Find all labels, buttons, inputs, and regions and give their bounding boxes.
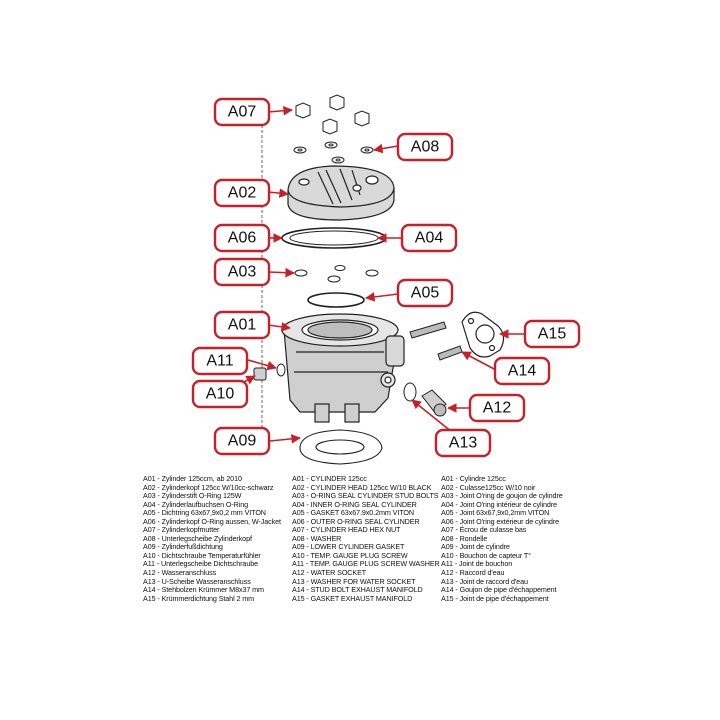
legend-item: A04 - Zylinderlaufbuchsen O-Ring <box>143 499 249 509</box>
exploded-parts-diagram: A07 A08 A02 A06 A04 A03 A05 A01 <box>191 94 581 465</box>
part-a03-o-rings <box>294 265 379 283</box>
svg-text:A15: A15 <box>538 326 567 343</box>
legend-item: A09 - Joint de cylindre <box>441 542 510 552</box>
legend-item: A13 - WASHER FOR WATER SOCKET <box>292 576 416 586</box>
callout-a09: A09 <box>213 426 271 456</box>
legend-item: A07 - Écrou de culasse bas <box>441 525 527 535</box>
svg-text:A02: A02 <box>228 185 257 202</box>
legend-item: A02 - Zylinderkopf 125cc W/10cc-schwarz <box>143 482 274 492</box>
legend-item: A03 - Zylinderstift O-Ring 125W <box>143 491 242 501</box>
legend-item: A06 - Zylinderkopf O-Ring aussen, W-Jack… <box>143 516 281 526</box>
legend-item: A07 - CYLINDER HEAD HEX NUT <box>292 525 401 535</box>
svg-text:A05: A05 <box>411 285 440 302</box>
legend-item: A09 - Zylinderfußdichtung <box>143 542 223 552</box>
part-a05-gasket <box>307 292 365 308</box>
part-a08-washers <box>293 141 374 164</box>
legend-item: A11 - Joint de bouchon <box>441 559 513 569</box>
part-a02-cylinder-head <box>287 165 395 221</box>
legend-item: A12 - WATER SOCKET <box>292 568 367 578</box>
legend-item: A05 - Dichtring 63x67,9x0,2 mm VITON <box>143 508 266 518</box>
legend-item: A09 - LOWER CYLINDER GASKET <box>292 542 405 552</box>
callouts: A07 A08 A02 A06 A04 A03 A05 A01 <box>191 97 581 458</box>
callout-a05: A05 <box>396 278 454 308</box>
legend-item: A02 - CYLINDER HEAD 125cc W/10 BLACK <box>292 482 432 492</box>
part-a06-a04-o-rings <box>281 227 387 249</box>
legend-item: A08 - Unterlegscheibe Zylinderkopf <box>143 533 252 543</box>
part-a15-exhaust-gasket <box>461 311 505 358</box>
legend-french: A01 - Cylindre 125cc A02 - Culasse125cc … <box>441 474 591 603</box>
svg-text:A01: A01 <box>228 317 257 334</box>
legend-item: A05 - GASKET 63x67.9x0.2mm VITON <box>292 508 414 518</box>
svg-text:A12: A12 <box>483 400 512 417</box>
part-a13-a12-water-socket <box>403 382 447 417</box>
part-a09-lower-gasket <box>299 429 383 465</box>
legend-item: A06 - OUTER O-RING SEAL CYLINDER <box>292 516 420 526</box>
legend-item: A12 - Wasseranschluss <box>143 568 217 578</box>
legend-item: A15 - Krümmerdichtung Stahl 2 mm <box>143 593 255 603</box>
legend-item: A15 - GASKET EXHAUST MANIFOLD <box>292 593 413 603</box>
part-a14-studs <box>409 321 463 361</box>
legend-item: A02 - Culasse125cc W/10 noir <box>441 482 536 492</box>
part-a11-a10-plug <box>253 363 286 381</box>
legend-item: A01 - Cylindre 125cc <box>441 474 506 483</box>
svg-text:A14: A14 <box>508 363 537 380</box>
callout-a01: A01 <box>213 310 271 340</box>
legend-item: A05 - Joint 63x67,9x0,2mm VITON <box>441 508 550 518</box>
legend-item: A10 - Bouchon de capteur T° <box>441 550 531 560</box>
svg-text:A03: A03 <box>228 264 257 281</box>
svg-text:A07: A07 <box>228 104 257 121</box>
legend-item: A14 - STUD BOLT EXHAUST MANIFOLD <box>292 585 423 595</box>
svg-text:A13: A13 <box>449 435 478 452</box>
legend-english: A01 - CYLINDER 125cc A02 - CYLINDER HEAD… <box>292 474 440 603</box>
svg-text:A09: A09 <box>228 433 257 450</box>
legend-item: A03 - O-RING SEAL CYLINDER STUD BOLTS <box>292 491 439 501</box>
svg-text:A04: A04 <box>415 230 444 247</box>
legend-item: A11 - Unterlegscheibe Dichtschraube <box>143 559 259 569</box>
callout-a06: A06 <box>213 223 271 253</box>
svg-text:A06: A06 <box>228 230 257 247</box>
part-a01-cylinder <box>281 313 405 423</box>
callout-a14: A14 <box>493 356 551 386</box>
legend-german: A01 - Zylinder 125ccm, ab 2010 A02 - Zyl… <box>143 474 288 603</box>
legend-item: A15 - Joint de pipe d'échappement <box>441 593 549 603</box>
legend-item: A04 - Joint O'ring intérieur de cylindre <box>441 499 558 509</box>
legend-item: A14 - Stehbolzen Krümmer M8x37 mm <box>143 585 264 595</box>
legend-item: A12 - Raccord d'eau <box>441 568 505 578</box>
legend-item: A03 - Joint O'ring de goujon de cylindre <box>441 491 563 501</box>
callout-a11: A11 <box>191 346 249 376</box>
callout-a07: A07 <box>213 97 271 127</box>
legend-item: A11 - TEMP. GAUGE PLUG SCREW WASHER <box>292 559 440 569</box>
callout-a08: A08 <box>396 132 454 162</box>
callout-a04: A04 <box>400 223 458 253</box>
callout-a15: A15 <box>523 319 581 349</box>
callout-a02: A02 <box>213 178 271 208</box>
leader-lines <box>221 105 526 444</box>
svg-text:A08: A08 <box>411 139 440 156</box>
svg-text:A11: A11 <box>206 353 233 370</box>
svg-text:A10: A10 <box>206 386 235 403</box>
legend-item: A14 - Goujon de pipe d'échappement <box>441 585 557 595</box>
legend-item: A01 - Zylinder 125ccm, ab 2010 <box>143 474 242 483</box>
callout-a12: A12 <box>468 393 526 423</box>
callout-a13: A13 <box>434 428 492 458</box>
legend-item: A10 - TEMP. GAUGE PLUG SCREW <box>292 550 408 560</box>
legend-item: A06 - Joint O'ring extérieur de cylindre <box>441 516 560 526</box>
callout-a10: A10 <box>191 379 249 409</box>
legend-item: A08 - Rondelle <box>441 533 488 543</box>
part-a07-nuts <box>295 94 370 135</box>
callout-a03: A03 <box>213 257 271 287</box>
legend-item: A10 - Dichtschraube Temperaturfühler <box>143 550 261 560</box>
legend-item: A13 - U-Scheibe Wasseranschluss <box>143 576 251 586</box>
legend-item: A13 - Joint de raccord d'eau <box>441 576 528 586</box>
legend-item: A08 - WASHER <box>292 533 342 543</box>
legend-item: A01 - CYLINDER 125cc <box>292 474 367 483</box>
legend-item: A04 - INNER O-RING SEAL CYLINDER <box>292 499 417 509</box>
legend-item: A07 - Zylinderkopfmutter <box>143 525 220 535</box>
